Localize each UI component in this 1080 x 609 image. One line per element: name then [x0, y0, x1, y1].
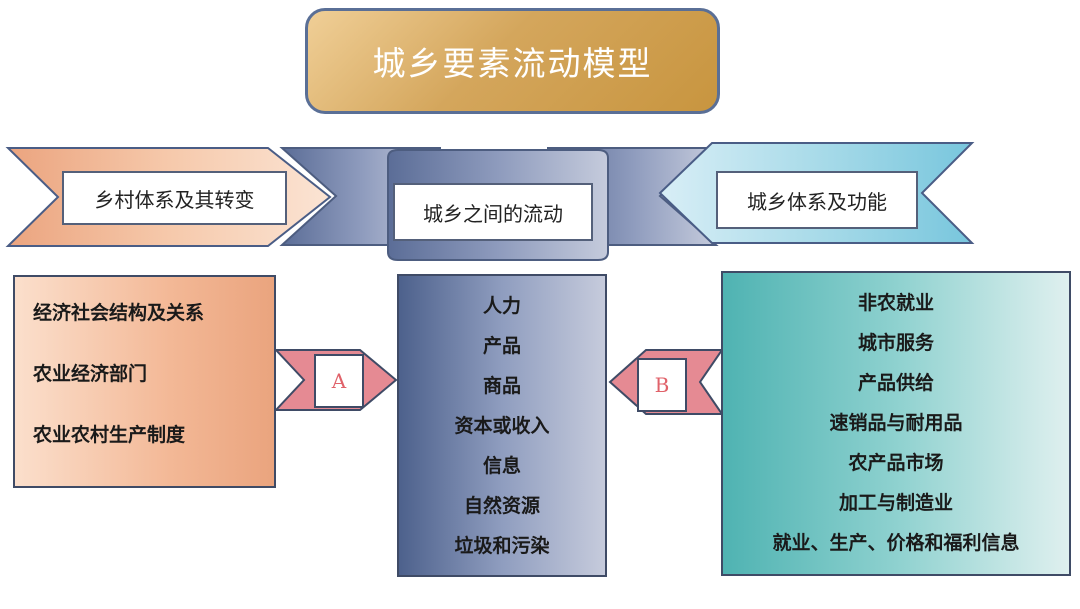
right-panel-item: 速销品与耐用品 [829, 412, 963, 434]
right-panel-item: 加工与制造业 [838, 492, 953, 514]
center-panel-item: 人力 [482, 295, 521, 317]
left-panel-item: 农业农村生产制度 [33, 424, 186, 446]
center-panel-item: 资本或收入 [454, 415, 550, 437]
right-panel: 非农就业 城市服务 产品供给 速销品与耐用品 农产品市场 加工与制造业 就业、生… [721, 271, 1071, 576]
right-panel-item: 农产品市场 [848, 452, 944, 474]
left-panel-item: 经济社会结构及关系 [33, 302, 205, 324]
right-panel-item: 就业、生产、价格和福利信息 [772, 532, 1020, 554]
center-panel-item: 商品 [482, 375, 521, 397]
right-panel-item: 非农就业 [857, 292, 934, 314]
center-panel-item: 产品 [482, 335, 521, 357]
connector-a-label: A [314, 354, 364, 408]
urban-rural-flow-label: 城乡之间的流动 [393, 183, 593, 241]
center-panel-item: 垃圾和污染 [454, 535, 550, 557]
urban-rural-system-label: 城乡体系及功能 [716, 171, 918, 229]
rural-system-label: 乡村体系及其转变 [62, 171, 287, 225]
right-panel-item: 产品供给 [857, 372, 934, 394]
center-panel-item: 自然资源 [463, 495, 540, 517]
center-panel-item: 信息 [482, 455, 521, 477]
left-panel: 经济社会结构及关系 农业经济部门 农业农村生产制度 [13, 275, 276, 488]
diagram-title: 城乡要素流动模型 [305, 8, 720, 114]
center-panel: 人力 产品 商品 资本或收入 信息 自然资源 垃圾和污染 [397, 274, 607, 577]
right-panel-item: 城市服务 [857, 332, 934, 354]
connector-b-label: B [637, 358, 687, 412]
left-panel-item: 农业经济部门 [33, 363, 148, 385]
